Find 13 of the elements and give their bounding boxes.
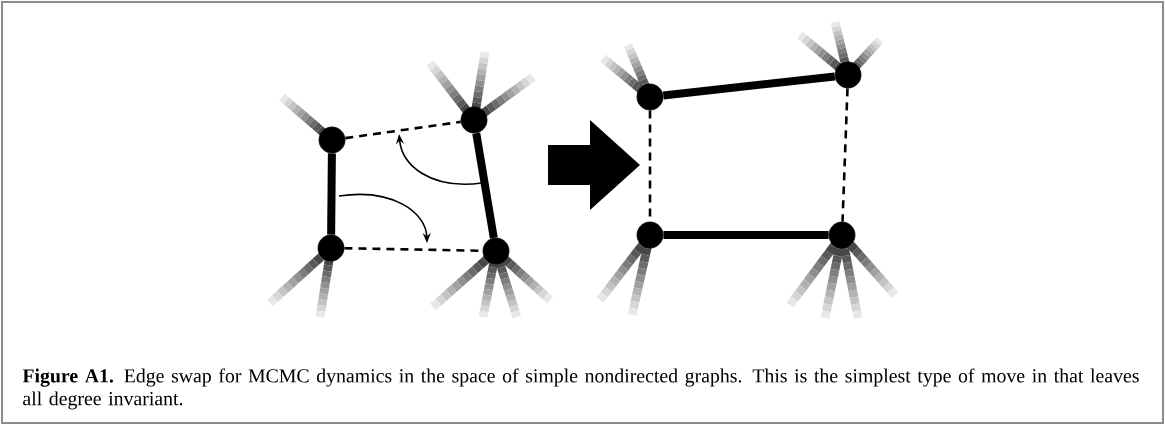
figure-caption: Figure A1. Edge swap for MCMC dynamics in the space of simple nondirected graphs. This is the simplest type of move in that leaves all degree invariant. bbox=[22, 368, 1139, 410]
dashed-edge bbox=[345, 120, 461, 140]
graph-edge bbox=[662, 72, 836, 100]
dashed-edge bbox=[841, 88, 849, 222]
vertex-dot bbox=[482, 237, 510, 265]
vertex-dot bbox=[317, 234, 345, 262]
graph-edge bbox=[472, 132, 498, 239]
vertex-dot bbox=[834, 61, 862, 89]
vertex-dot bbox=[318, 126, 346, 154]
vertex-dot bbox=[460, 106, 488, 134]
vertex-dot bbox=[828, 221, 856, 249]
vertex-dot bbox=[636, 221, 664, 249]
vertex-dot bbox=[636, 83, 664, 111]
